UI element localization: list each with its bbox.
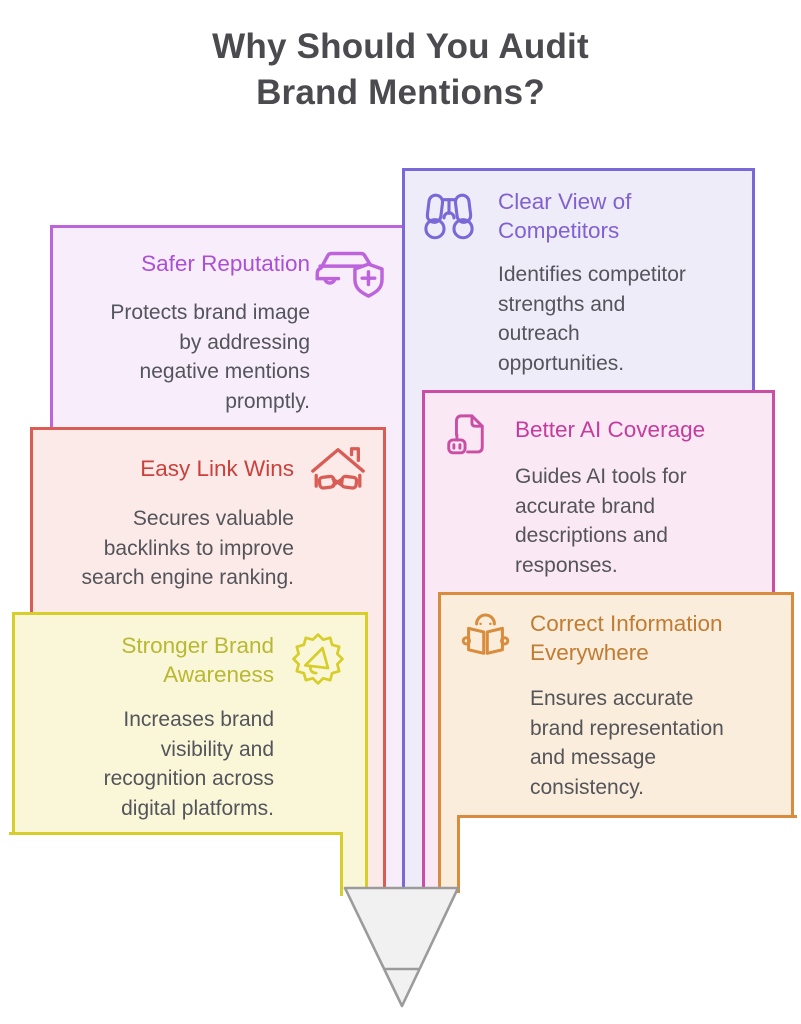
house-handshake-icon xyxy=(307,442,369,504)
card-correct-information-everywhere: Correct Information Everywhere Ensures a… xyxy=(438,592,797,893)
card-body: Guides AI tools for accurate brand descr… xyxy=(515,465,687,577)
card-title: Correct Information Everywhere xyxy=(530,611,723,665)
card-bottom-notch xyxy=(457,815,797,893)
reader-book-icon xyxy=(457,607,514,664)
pencil-tip xyxy=(343,886,460,1008)
card-title: Better AI Coverage xyxy=(515,417,706,442)
binoculars-icon xyxy=(420,187,478,245)
card-title: Stronger Brand Awareness xyxy=(121,633,274,687)
card-title: Easy Link Wins xyxy=(140,456,294,481)
card-body: Secures valuable backlinks to improve se… xyxy=(81,507,294,589)
document-robot-icon xyxy=(441,409,496,464)
card-stronger-brand-awareness: Stronger Brand Awareness Increases brand… xyxy=(9,612,368,896)
card-body: Ensures accurate brand representation an… xyxy=(530,687,724,799)
page-title: Why Should You Audit Brand Mentions? xyxy=(212,27,589,112)
card-body: Increases brand visibility and recogniti… xyxy=(103,708,274,820)
car-shield-icon xyxy=(314,240,392,298)
card-title: Safer Reputation xyxy=(141,251,310,276)
card-title: Clear View of Competitors xyxy=(498,189,632,243)
card-bottom-notch xyxy=(9,832,343,896)
card-body: Identifies competitor strengths and outr… xyxy=(498,263,686,375)
megaphone-badge-icon xyxy=(289,630,347,688)
card-body: Protects brand image by addressing negat… xyxy=(110,301,310,413)
